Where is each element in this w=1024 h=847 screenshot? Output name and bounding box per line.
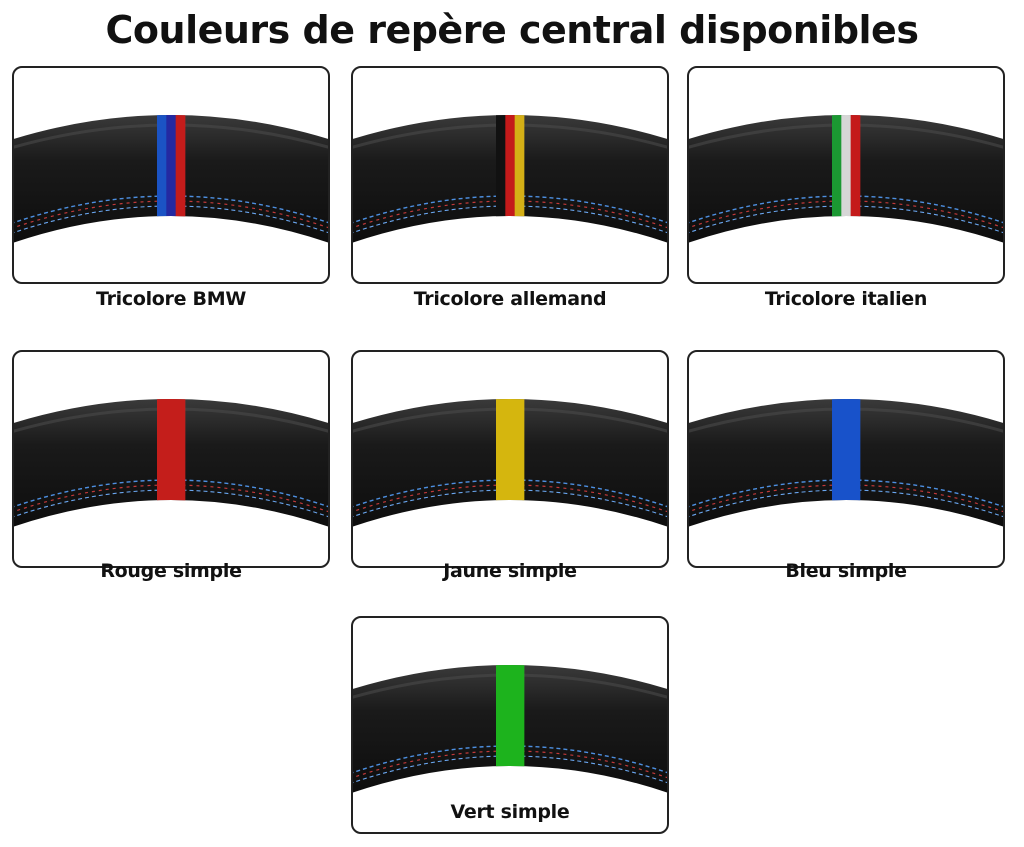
marker-shade: [496, 665, 524, 788]
steering-wheel-card: [351, 616, 669, 834]
center-marker: [832, 115, 861, 238]
option-caption: Bleu simple: [785, 560, 907, 582]
steering-wheel-image: [14, 115, 328, 243]
steering-wheel-card: [351, 350, 669, 568]
option-caption: Vert simple: [450, 801, 570, 823]
marker-shade: [157, 399, 185, 522]
steering-wheel-image: [689, 115, 1003, 243]
steering-wheel-card: [687, 350, 1005, 568]
steering-wheel-image: [353, 399, 667, 527]
marker-stripe: [841, 115, 851, 238]
center-marker: [157, 115, 186, 238]
marker-stripe: [496, 115, 506, 238]
marker-stripe: [514, 115, 525, 238]
steering-wheel-card: [12, 66, 330, 284]
marker-stripe: [157, 115, 167, 238]
marker-shade: [157, 115, 185, 238]
steering-wheel-image: [689, 399, 1003, 527]
marker-shade: [496, 115, 524, 238]
center-marker: [496, 665, 525, 788]
center-marker: [832, 399, 861, 522]
steering-wheel-image: [353, 665, 667, 793]
marker-stripe: [850, 115, 861, 238]
steering-wheel-image: [14, 399, 328, 527]
option-caption: Rouge simple: [100, 560, 242, 582]
marker-stripe: [505, 115, 515, 238]
marker-stripe: [832, 115, 842, 238]
option-caption: Jaune simple: [443, 560, 577, 582]
center-marker: [157, 399, 186, 522]
marker-shade: [832, 399, 860, 522]
marker-shade: [496, 399, 524, 522]
option-caption: Tricolore italien: [764, 288, 928, 310]
center-marker: [496, 399, 525, 522]
steering-wheel-card: [351, 66, 669, 284]
steering-wheel-card: [687, 66, 1005, 284]
steering-wheel-image: [353, 115, 667, 243]
marker-stripe: [175, 115, 186, 238]
option-caption: Tricolore allemand: [413, 288, 607, 310]
steering-wheel-card: [12, 350, 330, 568]
page-title: Couleurs de repère central disponibles: [105, 8, 919, 52]
marker-stripe: [166, 115, 176, 238]
marker-shade: [832, 115, 860, 238]
option-caption: Tricolore BMW: [96, 288, 246, 310]
center-marker: [496, 115, 525, 238]
